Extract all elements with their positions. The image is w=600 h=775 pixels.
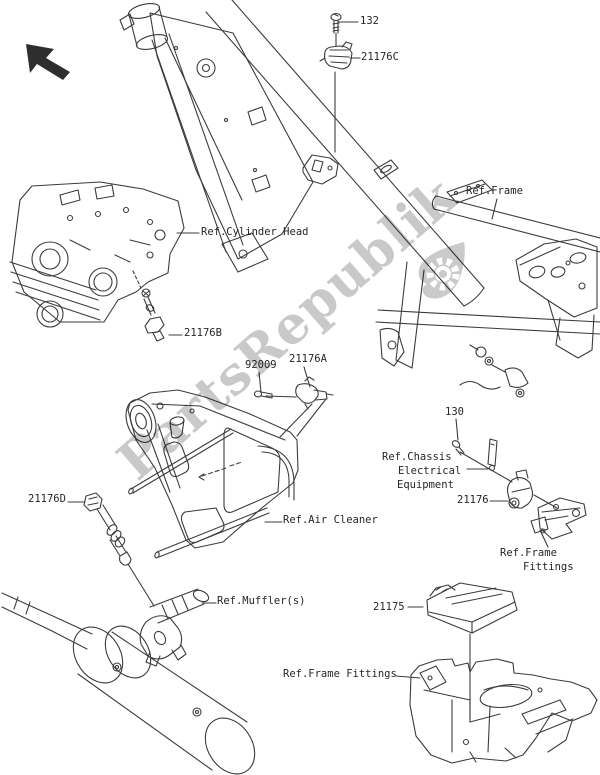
assembly-lines-21176a xyxy=(266,396,326,437)
frame-bracket-21176c-mount xyxy=(303,155,338,184)
clip-strip xyxy=(488,439,497,471)
ecu-21175 xyxy=(427,583,517,633)
assembly-line-130 xyxy=(460,452,512,482)
callout-ref-chassis-line2: Electrical xyxy=(398,465,462,477)
bolt-92009 xyxy=(255,391,273,398)
callout-21176a: 21176A xyxy=(289,353,327,365)
callout-21176: 21176 xyxy=(457,494,489,506)
callout-21176c: 21176C xyxy=(361,51,399,63)
callout-132: 132 xyxy=(360,15,379,27)
frame-rail-slot-bracket xyxy=(374,160,398,179)
header-pipe xyxy=(2,593,92,649)
air-cleaner-mounting-rod-lower xyxy=(154,508,269,559)
air-cleaner xyxy=(121,390,298,559)
callout-ref-air-cleaner: Ref.Air Cleaner xyxy=(283,514,378,526)
frame-head-tube xyxy=(120,1,169,52)
callout-92009: 92009 xyxy=(245,359,277,371)
callout-ref-muffler: Ref.Muffler(s) xyxy=(217,595,306,607)
frame-seat-bracket xyxy=(447,180,492,203)
callout-21176b: 21176B xyxy=(184,327,222,339)
callout-ref-frame-fittings-right-line1: Ref.Frame xyxy=(500,547,557,559)
frame-downtube xyxy=(152,34,268,272)
frame-seat-rail-tube xyxy=(432,196,600,252)
bolt-130 xyxy=(451,439,464,455)
part-21176c xyxy=(320,42,352,69)
callout-ref-frame: Ref.Frame xyxy=(466,185,523,197)
bracket-21176 xyxy=(508,470,533,508)
callout-ref-cylinder-head: Ref.Cylinder Head xyxy=(201,226,309,238)
leader-lines xyxy=(68,22,548,678)
sensor-21176d xyxy=(84,493,154,606)
frame-backbone-tube xyxy=(206,0,484,306)
callout-21175: 21175 xyxy=(373,601,405,613)
assembly-line-21176c xyxy=(335,33,336,152)
frame-lower-tube xyxy=(376,310,600,334)
cylinder-head xyxy=(10,182,184,327)
sensor-21176b xyxy=(133,271,164,341)
frame-rear-vertical-tubes xyxy=(380,262,424,368)
callout-ref-chassis-line3: Equipment xyxy=(397,479,454,491)
rear-fender-tray xyxy=(410,659,597,763)
muffler-body xyxy=(63,618,265,775)
air-cleaner-mounting-rod-upper xyxy=(128,429,233,495)
sensor-21176a xyxy=(296,377,333,409)
engine-detail xyxy=(460,345,528,397)
frame-rear-plates xyxy=(516,239,597,358)
callout-ref-chassis-line1: Ref.Chassis xyxy=(382,451,452,463)
muffler-outlet-pipe xyxy=(150,588,210,623)
muffler xyxy=(2,588,265,775)
muffler-clamp xyxy=(140,616,186,666)
callout-21176d: 21176D xyxy=(28,493,66,505)
arrow-up-left-icon xyxy=(26,44,70,80)
callout-130: 130 xyxy=(445,406,464,418)
bolt-132 xyxy=(331,14,341,34)
callout-ref-frame-fittings-right-line2: Fittings xyxy=(523,561,574,573)
callout-ref-frame-fittings-bottom: Ref.Frame Fittings xyxy=(283,668,397,680)
frame-fitting-bracket-right xyxy=(531,498,586,539)
